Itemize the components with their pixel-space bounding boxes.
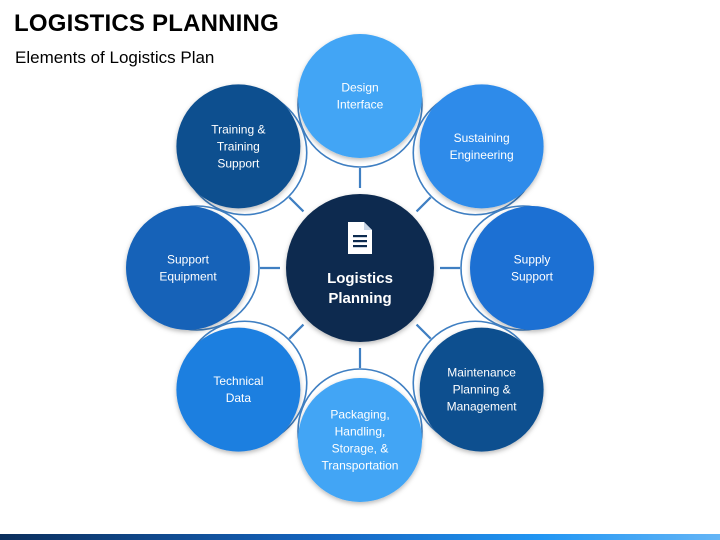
node-circle [419, 327, 544, 452]
node-circle [176, 84, 301, 209]
connector-line [288, 323, 305, 340]
document-icon [348, 222, 372, 254]
node-circle [126, 206, 250, 330]
node-circle [298, 378, 422, 502]
center-circle [286, 194, 434, 342]
page-subtitle: Elements of Logistics Plan [15, 48, 215, 67]
connector-line [415, 323, 432, 340]
connector-line [288, 196, 305, 213]
page-title: LOGISTICS PLANNING [14, 10, 279, 37]
node-label: Packaging,Handling,Storage, &Transportat… [322, 408, 399, 473]
node-circle [419, 84, 544, 209]
footer-accent-bar [0, 534, 720, 540]
node-circle [176, 327, 301, 452]
node-circle [298, 34, 422, 158]
connector-line [415, 196, 432, 213]
node-circle [470, 206, 594, 330]
node-packaging-handling-storage-transportation: Packaging,Handling,Storage, &Transportat… [297, 348, 423, 502]
